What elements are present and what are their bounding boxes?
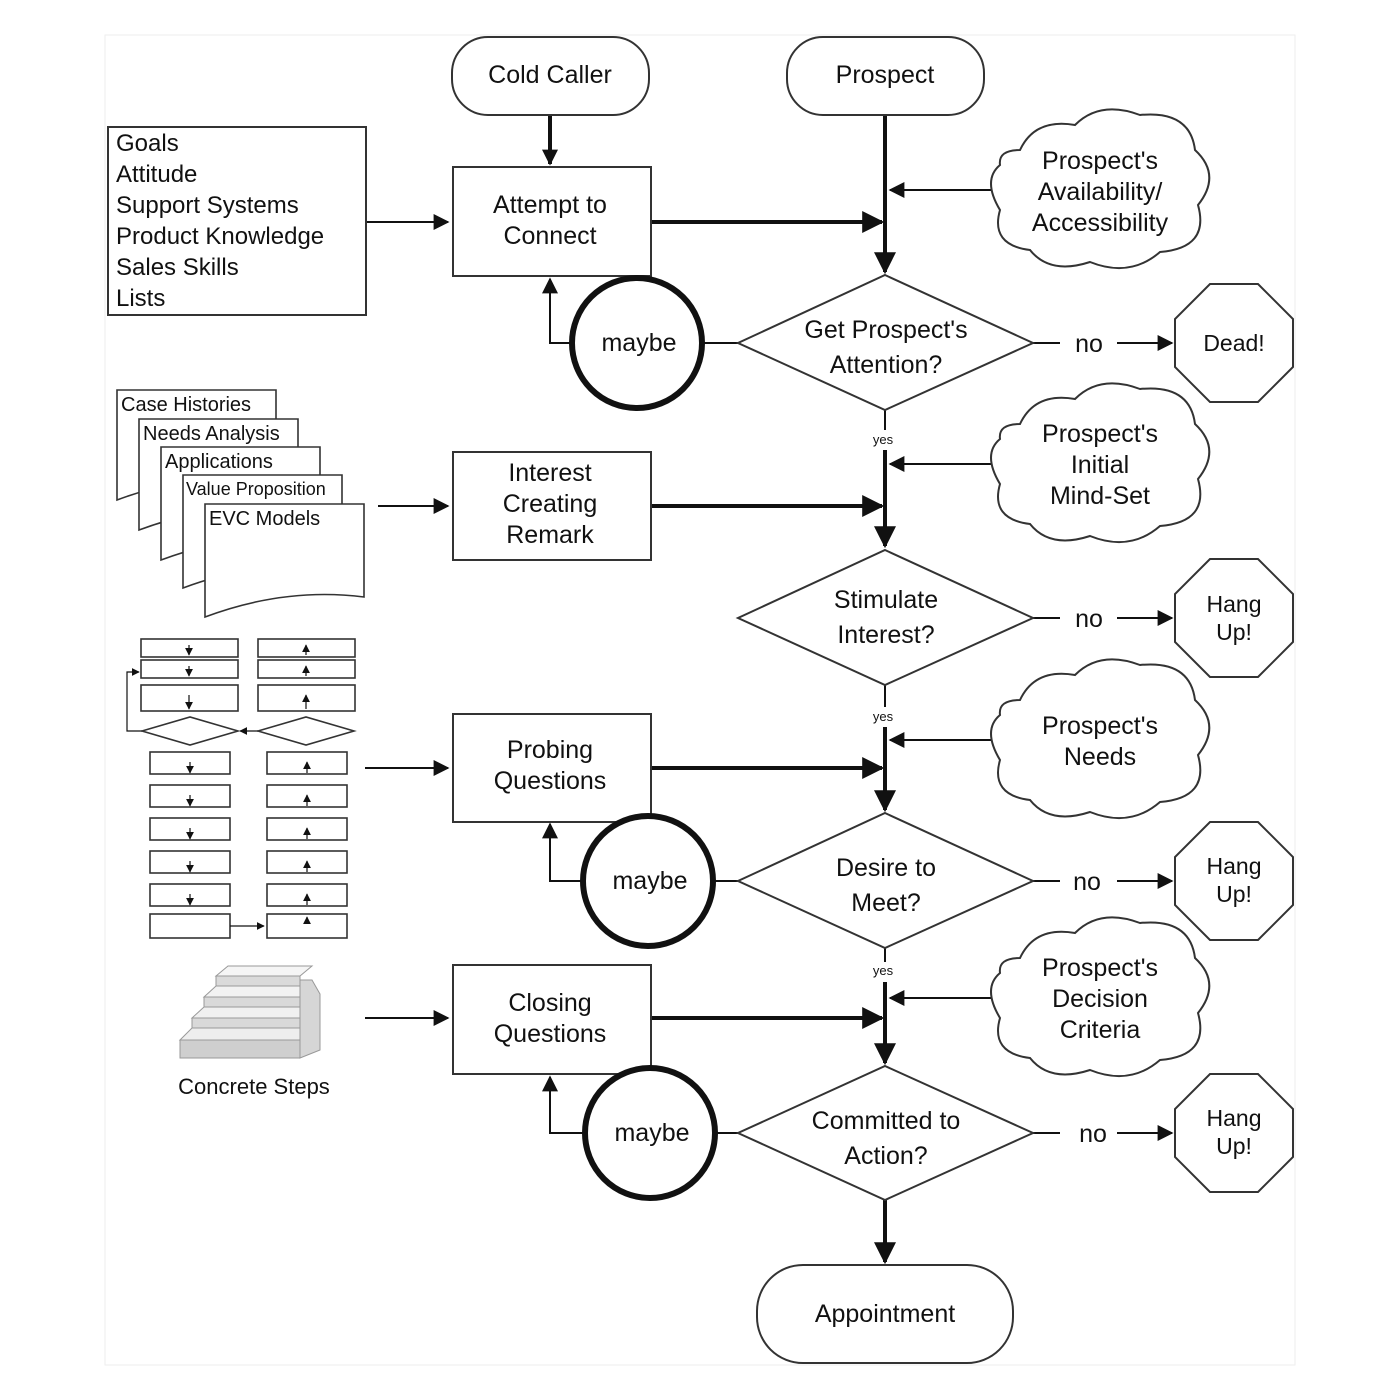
maybe-circle-probing: maybe [580, 813, 716, 949]
inputs-line-goals: Goals [116, 130, 179, 157]
process-interest-line-2: Creating [503, 490, 598, 518]
cloud-needs-line-1: Prospect's [1042, 712, 1158, 740]
document-evc-models: EVC Models [204, 503, 365, 619]
maybe-circle-attempt: maybe [569, 275, 705, 411]
outcome-hangup2-line-1: Hang [1207, 853, 1262, 879]
mini-flowchart-icon [126, 638, 357, 939]
cloud-mindset-line-2: Initial [1071, 451, 1129, 479]
cloud-availability-line-3: Accessibility [1032, 209, 1169, 237]
document-stack: Case Histories Needs Analysis Applicatio… [116, 389, 365, 619]
cloud-needs-line-2: Needs [1064, 743, 1136, 771]
decision-committed-line-1: Committed to [812, 1107, 961, 1135]
outcome-hangup1-line-1: Hang [1207, 591, 1262, 617]
inputs-line-lists: Lists [116, 285, 165, 312]
decision-committed-line-2: Action? [844, 1142, 927, 1170]
decision-desire-to-meet: Desire to Meet? [735, 811, 1036, 950]
no-label-3: no [1073, 868, 1101, 896]
maybe-label-2: maybe [612, 867, 687, 895]
process-attempt-line-2: Connect [503, 222, 596, 250]
document-value-proposition-label: Value Proposition [186, 479, 326, 499]
cloud-mindset-line-1: Prospect's [1042, 420, 1158, 448]
decision-attention-line-1: Get Prospect's [804, 316, 967, 344]
diagram-frame [104, 34, 1296, 1366]
decision-stimulate-line-2: Interest? [837, 621, 934, 649]
cloud-criteria-line-1: Prospect's [1042, 954, 1158, 982]
outcome-hangup1-line-2: Up! [1216, 619, 1252, 645]
cloud-availability-line-2: Availability/ [1038, 178, 1163, 206]
inputs-line-product-knowledge: Product Knowledge [116, 223, 324, 250]
no-label-4: no [1079, 1120, 1107, 1148]
terminal-appointment-label: Appointment [815, 1300, 955, 1328]
process-interest-line-3: Remark [506, 521, 594, 549]
no-label-1: no [1075, 330, 1103, 358]
yes-label-1: yes [873, 432, 894, 447]
cloud-availability: Prospect's Availability/ Accessibility [990, 108, 1211, 269]
decision-stimulate-line-1: Stimulate [834, 586, 938, 614]
outcome-hang-up-2: Hang Up! [1174, 821, 1294, 941]
outcome-dead-label: Dead! [1203, 330, 1264, 356]
process-interest-creating-remark: Interest Creating Remark [452, 451, 652, 561]
terminal-cold-caller-label: Cold Caller [488, 61, 612, 89]
process-attempt-line-1: Attempt to [493, 191, 607, 219]
decision-get-attention: Get Prospect's Attention? [735, 273, 1036, 412]
process-attempt-to-connect: Attempt to Connect [452, 166, 652, 277]
inputs-line-attitude: Attitude [116, 161, 197, 188]
decision-committed-to-action: Committed to Action? [735, 1064, 1036, 1202]
outcome-hang-up-1: Hang Up! [1174, 558, 1294, 678]
document-evc-models-label: EVC Models [209, 508, 320, 530]
process-closing-questions: Closing Questions [452, 964, 652, 1075]
yes-label-2: yes [873, 709, 894, 724]
process-probing-questions: Probing Questions [452, 713, 652, 823]
terminal-prospect: Prospect [786, 36, 985, 116]
cloud-mindset-line-3: Mind-Set [1050, 482, 1150, 510]
outcome-hangup3-line-2: Up! [1216, 1133, 1252, 1159]
terminal-prospect-label: Prospect [836, 61, 935, 89]
outcome-dead: Dead! [1174, 283, 1294, 403]
terminal-appointment: Appointment [756, 1264, 1014, 1364]
inputs-line-sales-skills: Sales Skills [116, 254, 239, 281]
cloud-needs: Prospect's Needs [990, 658, 1211, 819]
concrete-steps-icon: Concrete Steps [178, 965, 330, 1099]
cloud-initial-mind-set: Prospect's Initial Mind-Set [990, 382, 1211, 543]
process-probing-line-1: Probing [507, 736, 593, 764]
process-interest-line-1: Interest [508, 459, 591, 487]
process-closing-line-2: Questions [494, 1020, 607, 1048]
cloud-decision-criteria: Prospect's Decision Criteria [990, 916, 1211, 1077]
inputs-box: Goals Attitude Support Systems Product K… [107, 126, 367, 316]
concrete-steps-caption: Concrete Steps [178, 1074, 330, 1099]
process-closing-line-1: Closing [508, 989, 591, 1017]
cloud-availability-line-1: Prospect's [1042, 147, 1158, 175]
decision-desire-line-2: Meet? [851, 889, 920, 917]
decision-attention-line-2: Attention? [830, 351, 943, 379]
document-needs-analysis-label: Needs Analysis [143, 423, 280, 445]
process-probing-line-2: Questions [494, 767, 607, 795]
outcome-hangup3-line-1: Hang [1207, 1105, 1262, 1131]
decision-desire-line-1: Desire to [836, 854, 936, 882]
document-applications-label: Applications [165, 451, 273, 473]
outcome-hangup2-line-2: Up! [1216, 881, 1252, 907]
decision-stimulate-interest: Stimulate Interest? [735, 548, 1036, 687]
maybe-label-3: maybe [614, 1119, 689, 1147]
inputs-line-support-systems: Support Systems [116, 192, 299, 219]
maybe-label-1: maybe [601, 329, 676, 357]
yes-label-3: yes [873, 963, 894, 978]
cloud-criteria-line-2: Decision [1052, 985, 1148, 1013]
no-label-2: no [1075, 605, 1103, 633]
maybe-circle-closing: maybe [582, 1065, 718, 1201]
cloud-criteria-line-3: Criteria [1060, 1016, 1141, 1044]
outcome-hang-up-3: Hang Up! [1174, 1073, 1294, 1193]
terminal-cold-caller: Cold Caller [451, 36, 650, 116]
document-case-histories-label: Case Histories [121, 394, 251, 416]
